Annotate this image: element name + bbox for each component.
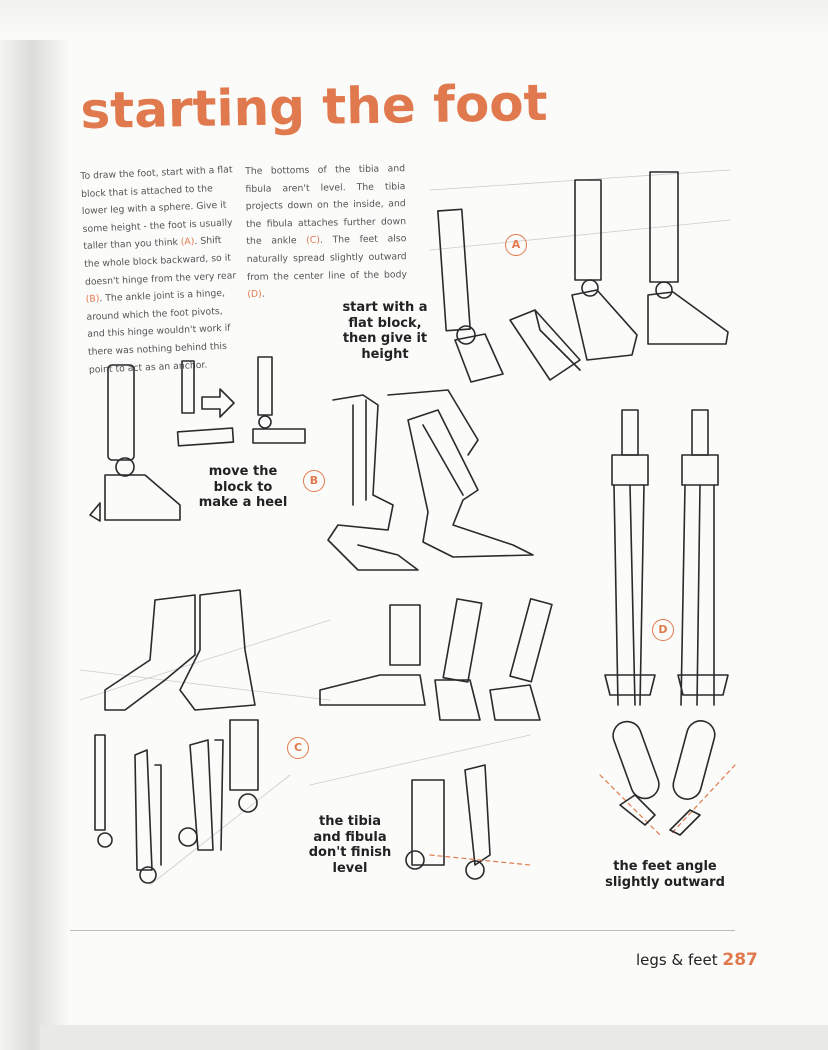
badge-c: C xyxy=(287,737,309,759)
illustration-foot-sketches xyxy=(79,589,553,721)
illustration-a-leg-blocks xyxy=(429,169,731,383)
page-gutter-shadow xyxy=(0,0,70,1050)
footer-rule xyxy=(70,930,735,931)
intro-column-1: To draw the foot, start with a flat bloc… xyxy=(80,164,237,376)
illustration-c-tibia-fibula xyxy=(94,719,531,886)
page-footer: legs & feet 287 xyxy=(636,950,758,970)
caption-tibia-fibula: the tibia and fibula don't finish level xyxy=(308,814,392,876)
page-bottom-edge xyxy=(40,1025,828,1050)
caption-move-block: move the block to make a heel xyxy=(198,464,288,510)
illustration-d-legs-skeleton xyxy=(604,409,729,706)
caption-feet-angle: the feet angle slightly outward xyxy=(605,859,725,890)
badge-a: A xyxy=(505,234,527,256)
page-top-shade xyxy=(0,0,828,40)
caption-flat-block: start with a flat block, then give it he… xyxy=(342,300,428,362)
illustration-feet-angle xyxy=(599,720,736,836)
badge-d: D xyxy=(652,619,674,641)
footer-section: legs & feet xyxy=(636,951,718,969)
page-title: starting the foot xyxy=(80,73,549,140)
illustration-move-block-heel xyxy=(89,356,306,522)
intro-column-2: The bottoms of the tibia and fibula aren… xyxy=(245,163,408,301)
badge-b: B xyxy=(303,470,325,492)
page-number: 287 xyxy=(722,950,758,970)
illustration-b-ankle-hinge xyxy=(327,389,534,571)
